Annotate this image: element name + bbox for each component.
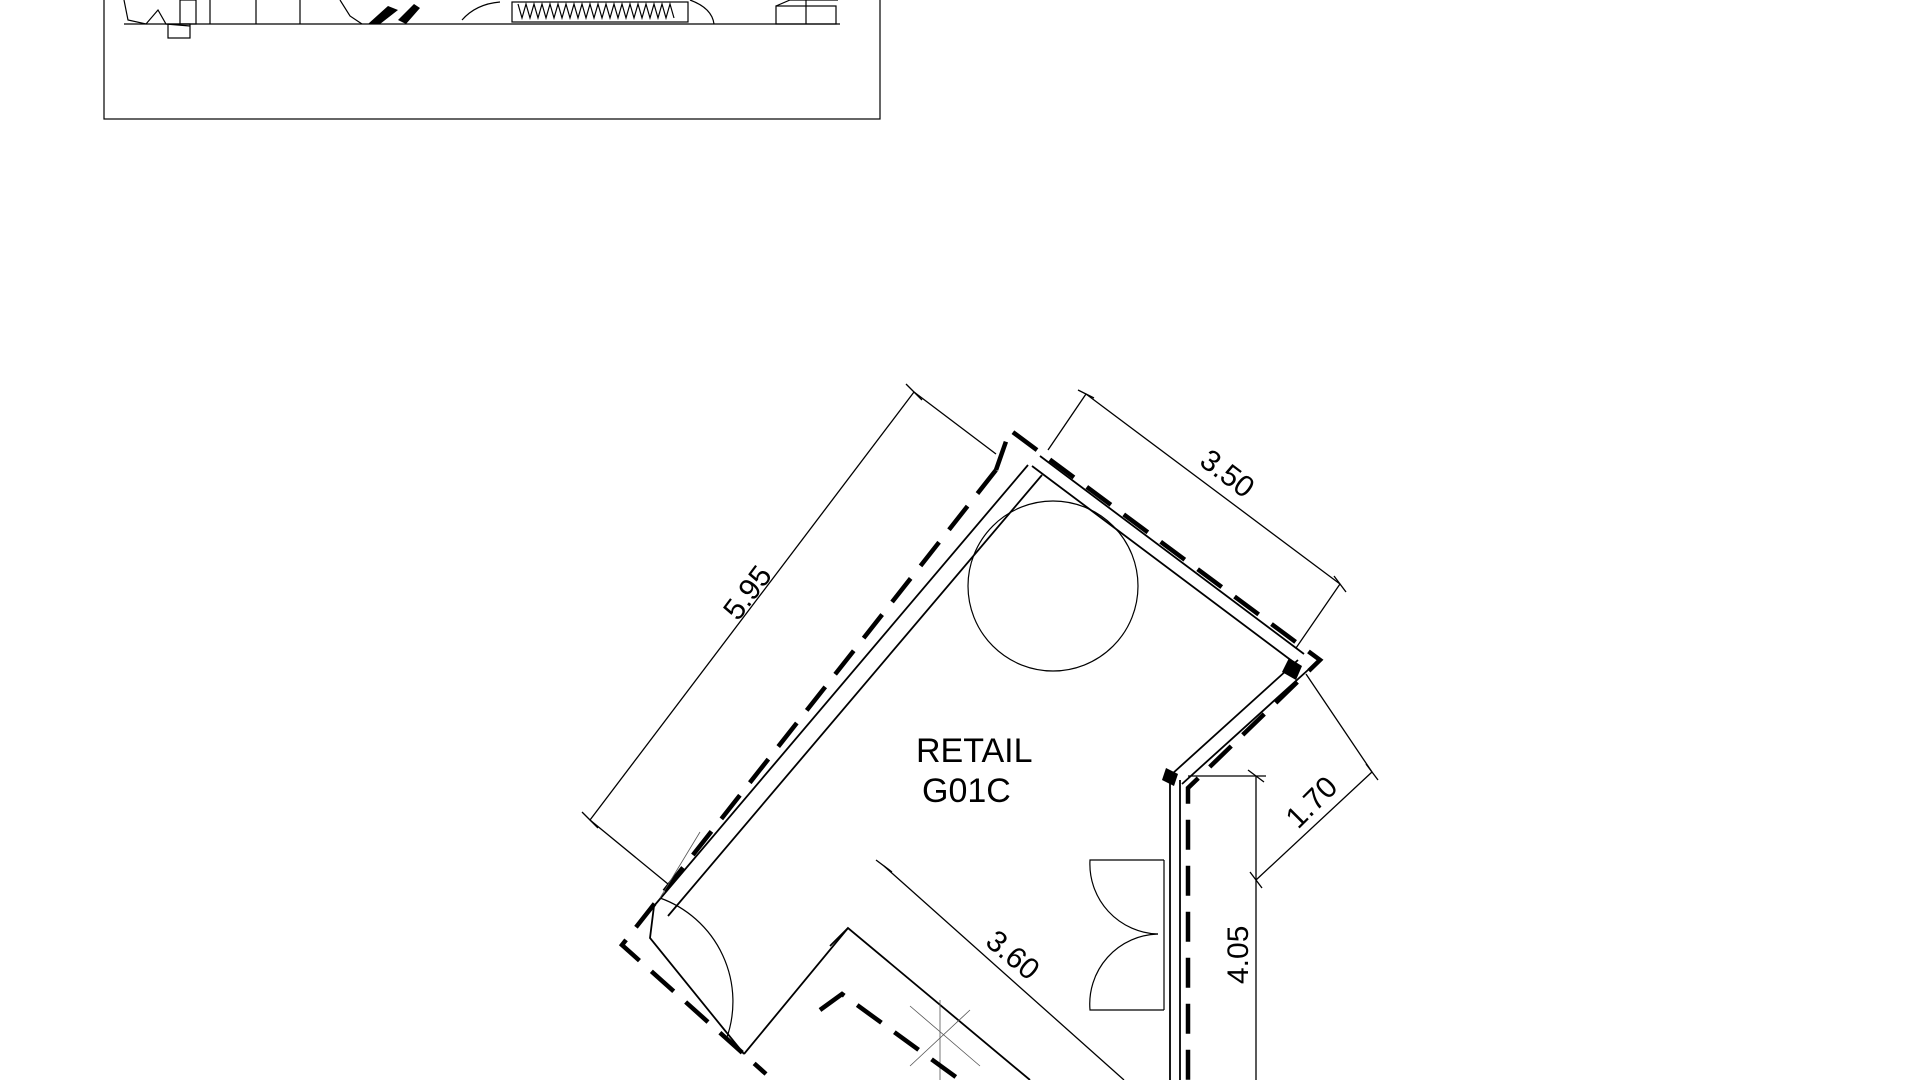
room-name: RETAIL	[916, 732, 1033, 770]
dimension-label-top-wall: 3.50	[1194, 443, 1260, 504]
key-plan-frame	[103, 0, 881, 120]
doors	[659, 500, 1165, 1041]
dimension-label-left-wall: 5.95	[717, 560, 778, 626]
dimension-label-inner-diagonal: 3.60	[980, 924, 1046, 987]
column-post	[1162, 768, 1178, 786]
dimension-label-right-short: 1.70	[1280, 770, 1345, 835]
double-door-upper	[1089, 859, 1164, 935]
lease-boundary-dashed	[618, 426, 1324, 1080]
key-plan-thumbnail	[103, 0, 881, 120]
key-plan-building-outline	[123, 0, 840, 39]
door-swing-lower-left	[659, 897, 734, 1041]
door-swing-circle	[967, 500, 1139, 672]
dimension-label-right-vertical: 4.05	[1222, 926, 1255, 984]
dimension-lines	[581, 383, 1379, 1080]
room-code: G01C	[922, 772, 1011, 810]
double-door-lower	[1089, 933, 1164, 1011]
column-post	[1282, 658, 1302, 680]
